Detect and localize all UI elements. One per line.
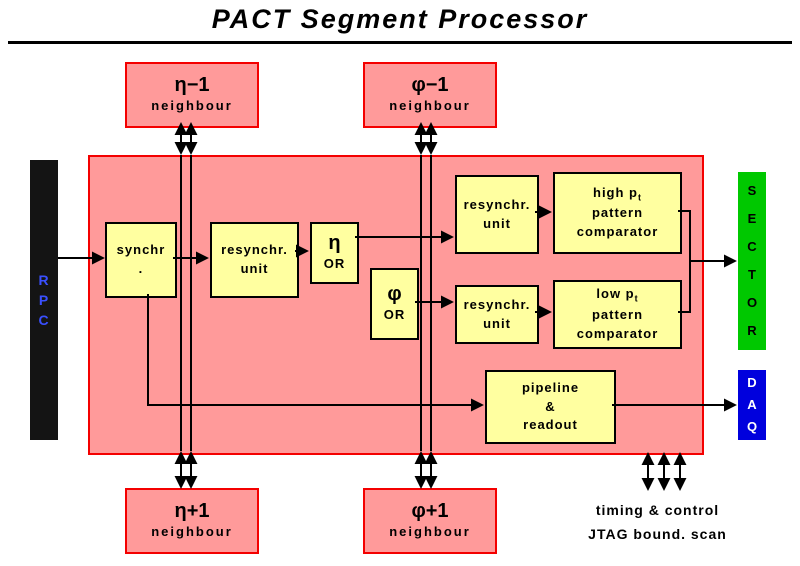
high-comparator-subscript: t <box>638 192 642 203</box>
phi-or-label: OR <box>383 307 406 323</box>
high-comparator-line3: comparator <box>576 224 659 240</box>
low-pt-comparator-block: low pt pattern comparator <box>553 280 682 349</box>
phi-or-symbol: φ <box>387 283 402 306</box>
title-underline <box>8 41 792 44</box>
eta-minus-neighbour-block: η−1 neighbour <box>125 62 259 128</box>
eta-plus-label: neighbour <box>151 524 233 540</box>
daq-block: D A Q <box>738 370 766 440</box>
phi-plus-neighbour-block: φ+1 neighbour <box>363 488 497 554</box>
phi-minus-symbol: φ−1 <box>411 74 449 97</box>
low-comparator-subscript: t <box>634 293 639 304</box>
eta-or-label: OR <box>323 256 346 272</box>
resynchr-low-block: resynchr. unit <box>455 285 539 344</box>
high-pt-comparator-block: high pt pattern comparator <box>553 172 682 254</box>
high-comparator-prefix: high p <box>593 184 638 200</box>
eta-minus-symbol: η−1 <box>174 74 210 97</box>
rpc-block: R P C <box>30 160 58 440</box>
footer-caption: timing & control JTAG bound. scan <box>540 498 775 546</box>
timing-control-label: timing & control <box>595 502 720 518</box>
low-comparator-line3: comparator <box>576 325 659 341</box>
phi-plus-symbol: φ+1 <box>411 500 449 523</box>
phi-minus-label: neighbour <box>389 98 471 114</box>
jtag-label: JTAG bound. scan <box>588 526 727 542</box>
page-title: PACT Segment Processor <box>211 4 589 34</box>
eta-or-block: η OR <box>310 222 359 284</box>
low-comparator-line2: pattern <box>591 306 644 322</box>
eta-or-symbol: η <box>328 232 341 255</box>
eta-minus-label: neighbour <box>151 98 233 114</box>
low-comparator-prefix: low p <box>596 286 635 302</box>
high-comparator-line2: pattern <box>591 205 644 221</box>
phi-or-block: φ OR <box>370 268 419 340</box>
eta-plus-symbol: η+1 <box>174 500 210 523</box>
eta-plus-neighbour-block: η+1 neighbour <box>125 488 259 554</box>
sector-block: S E C T O R <box>738 172 766 350</box>
high-comparator-title: high pt <box>593 184 642 205</box>
low-comparator-title: low pt <box>596 285 638 306</box>
resynchr-input-block: resynchr. unit <box>210 222 299 298</box>
resynchr-high-block: resynchr. unit <box>455 175 539 254</box>
phi-plus-label: neighbour <box>389 524 471 540</box>
pipeline-readout-block: pipeline & readout <box>485 370 616 444</box>
phi-minus-neighbour-block: φ−1 neighbour <box>363 62 497 128</box>
synchr-block: synchr . <box>105 222 177 298</box>
